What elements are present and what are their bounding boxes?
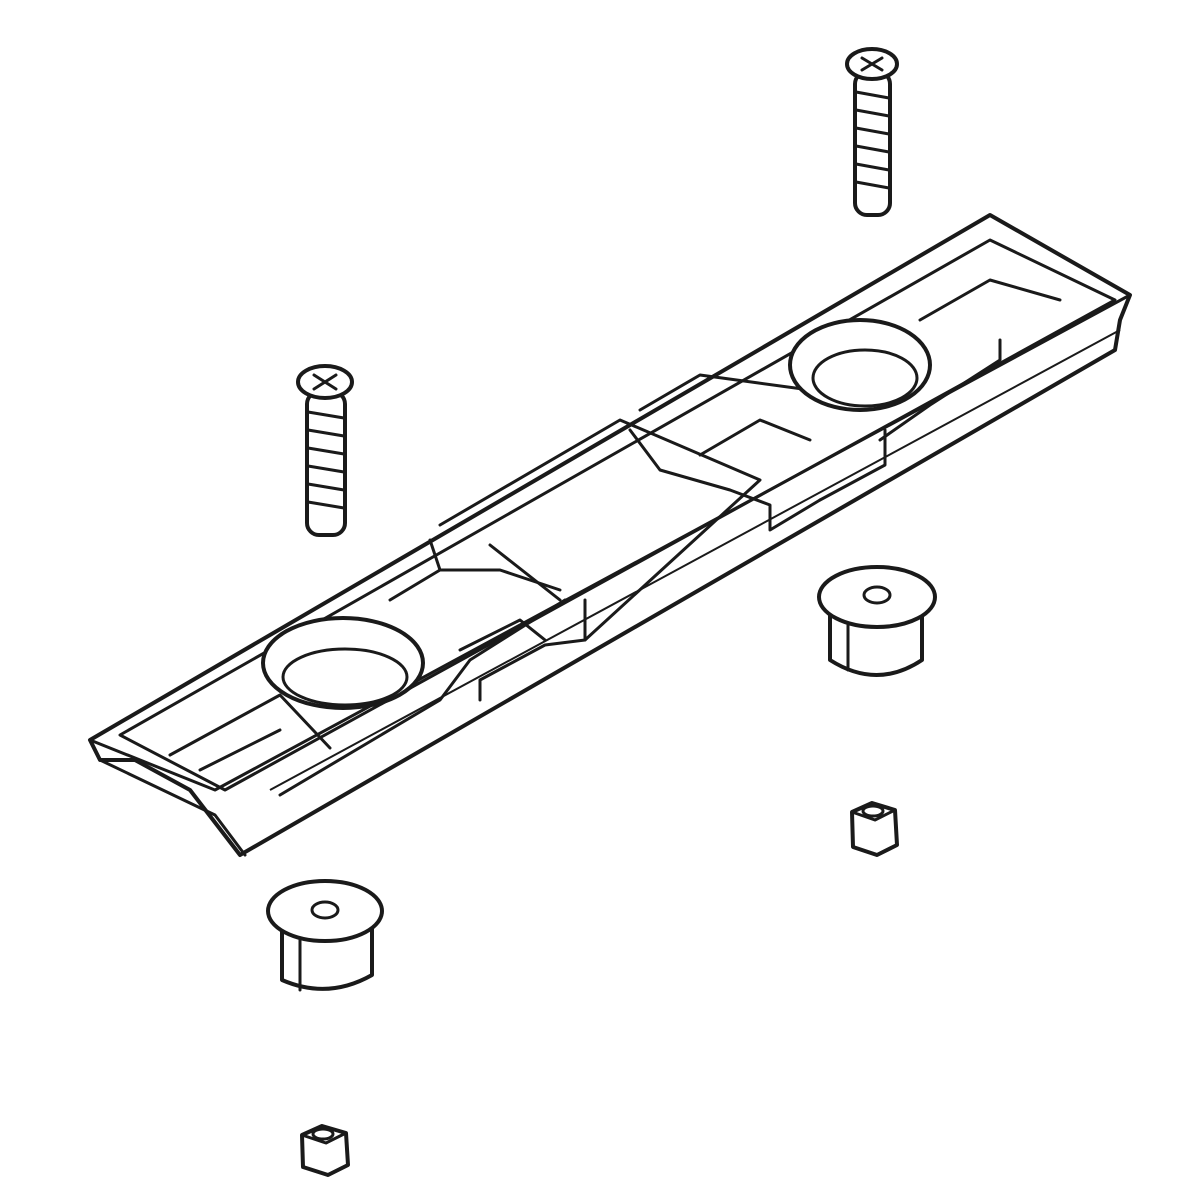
mounting-hole-right bbox=[788, 318, 932, 412]
phillips-screw-icon bbox=[296, 364, 354, 537]
mounting-base-plate-icon bbox=[88, 213, 1132, 857]
bushing-icon bbox=[817, 565, 937, 677]
bushing-icon bbox=[266, 879, 384, 992]
hex-nut-icon bbox=[850, 801, 899, 857]
hex-nut-icon bbox=[300, 1124, 350, 1177]
mounting-hole-left bbox=[261, 616, 425, 710]
phillips-screw-icon bbox=[845, 47, 899, 217]
